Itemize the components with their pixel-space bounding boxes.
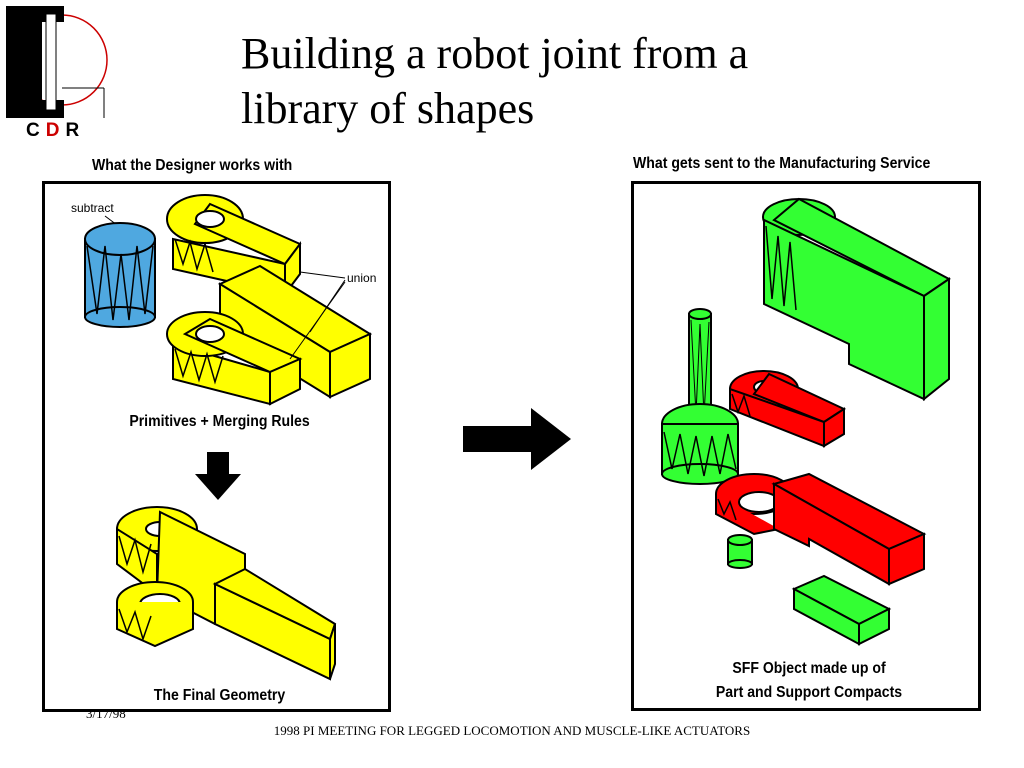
lower-yellow-link [166, 311, 303, 406]
logo-letter-c: C [26, 120, 42, 141]
blue-cylinder [84, 222, 156, 328]
right-panel-caption: What gets sent to the Manufacturing Serv… [633, 155, 931, 172]
primitives-label: Primitives + Merging Rules [129, 413, 310, 430]
sff-label-line2: Part and Support Compacts [715, 684, 903, 701]
red-upper-link [729, 370, 847, 448]
green-pin-assembly [661, 308, 739, 485]
sff-label-line1: SFF Object made up of [732, 660, 886, 677]
designer-panel: subtract [42, 181, 391, 712]
cdr-logo-graphic [6, 6, 108, 118]
left-panel-caption: What the Designer works with [92, 157, 293, 174]
green-support-block [762, 197, 951, 402]
long-yellow-bar [217, 264, 373, 399]
down-arrow-icon [195, 452, 241, 500]
upper-yellow-link [166, 194, 302, 297]
union-annotation: union [347, 271, 376, 285]
red-lower-part [715, 472, 927, 586]
slide-date: 3/17/98 [86, 706, 126, 721]
slide-title-line2: library of shapes [241, 84, 535, 133]
green-small-cylinder [727, 534, 753, 569]
subtract-annotation: subtract [71, 201, 114, 215]
logo-letter-r: R [65, 120, 82, 141]
slide-title: Building a robot joint from a library of… [241, 26, 941, 136]
designer-diagram: subtract [71, 194, 376, 681]
manufacturing-diagram [661, 197, 951, 646]
final-geometry [116, 506, 337, 681]
final-geometry-label: The Final Geometry [153, 687, 286, 704]
logo-letter-d: D [45, 120, 62, 141]
green-support-compact [791, 574, 892, 646]
right-arrow-icon [463, 408, 573, 470]
slide-footer: 1998 PI MEETING FOR LEGGED LOCOMOTION AN… [273, 723, 751, 738]
slide-title-line1: Building a robot joint from a [241, 29, 749, 78]
manufacturing-panel: SFF Object made up of Part and Support C… [631, 181, 981, 711]
